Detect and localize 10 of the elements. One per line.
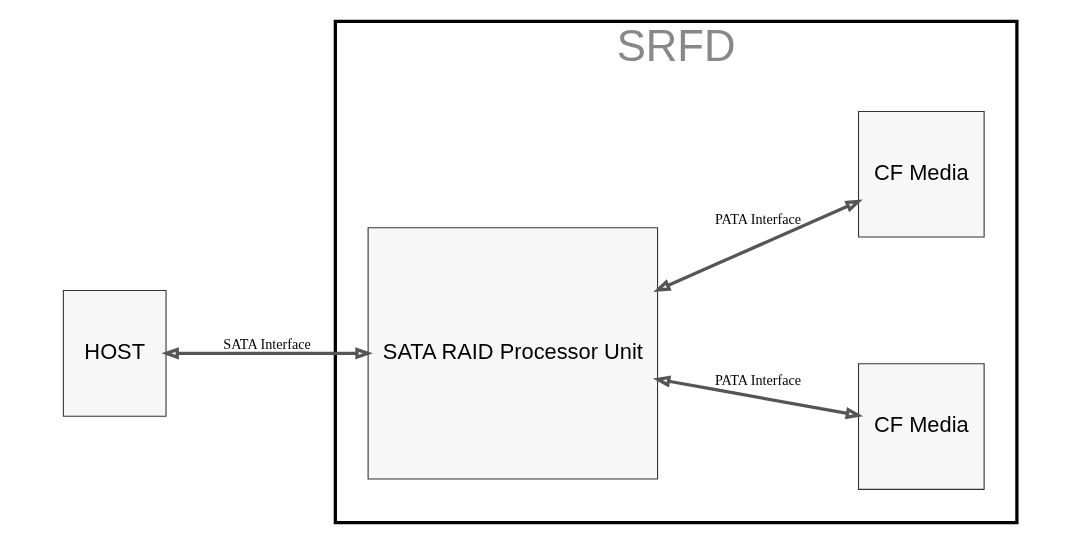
arrow xyxy=(652,199,863,292)
edge-label: PATA Interface xyxy=(714,210,801,227)
edge-label: SATA Interface xyxy=(222,336,311,353)
node-box: CF Media xyxy=(857,110,985,238)
node-box: SATA RAID Processor Unit xyxy=(367,227,658,480)
node-box: CF Media xyxy=(857,363,985,490)
edge-label: PATA Interface xyxy=(714,372,801,389)
node-box: HOST xyxy=(62,290,167,417)
arrow xyxy=(160,347,373,360)
arrow xyxy=(652,375,863,420)
